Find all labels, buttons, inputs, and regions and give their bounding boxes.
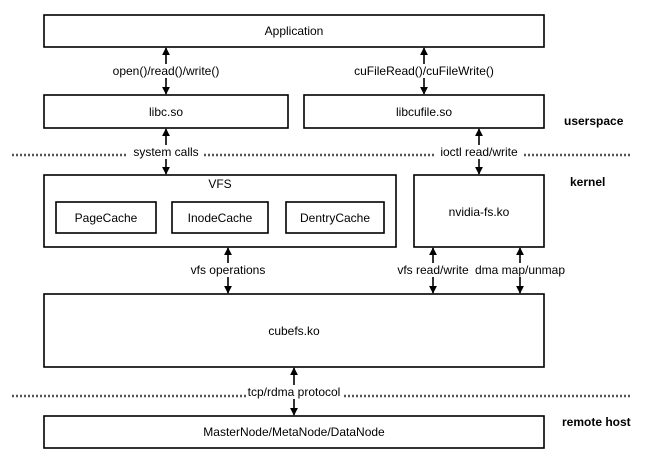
edge-label-ioctl: ioctl read/write — [440, 145, 518, 159]
page-cache-box — [55, 201, 157, 234]
layer-label-remote-host: remote host — [562, 415, 631, 429]
edge-label-vfs-operations: vfs operations — [191, 263, 266, 277]
page-cache-label: PageCache — [75, 211, 138, 225]
application-box — [43, 14, 545, 48]
cubefs-box — [43, 293, 545, 368]
edge-label-dma-map: dma map/unmap — [475, 263, 565, 277]
nodes-label: MasterNode/MetaNode/DataNode — [203, 425, 385, 439]
libcufile-box — [303, 94, 545, 129]
edge-label-system-calls: system calls — [133, 145, 198, 159]
nvidia-fs-label: nvidia-fs.ko — [449, 205, 510, 219]
libc-box — [43, 94, 289, 129]
libc-label: libc.so — [149, 105, 183, 119]
edge-label-vfs-read-write: vfs read/write — [397, 263, 469, 277]
libcufile-label: libcufile.so — [396, 105, 452, 119]
inode-cache-label: InodeCache — [188, 211, 253, 225]
edge-label-cufile-calls: cuFileRead()/cuFileWrite() — [354, 64, 494, 78]
nodes-box — [43, 415, 545, 449]
dentry-cache-label: DentryCache — [300, 211, 370, 225]
edge-label-protocol: tcp/rdma protocol — [248, 385, 341, 399]
vfs-label: VFS — [208, 177, 231, 191]
application-label: Application — [265, 24, 324, 38]
inode-cache-box — [171, 201, 269, 234]
dentry-cache-box — [285, 201, 385, 234]
nvidia-fs-box — [413, 174, 545, 248]
edge-label-posix-calls: open()/read()/write() — [113, 64, 220, 78]
layer-label-kernel: kernel — [570, 175, 605, 189]
layer-label-userspace: userspace — [564, 114, 624, 128]
cubefs-label: cubefs.ko — [268, 324, 320, 338]
